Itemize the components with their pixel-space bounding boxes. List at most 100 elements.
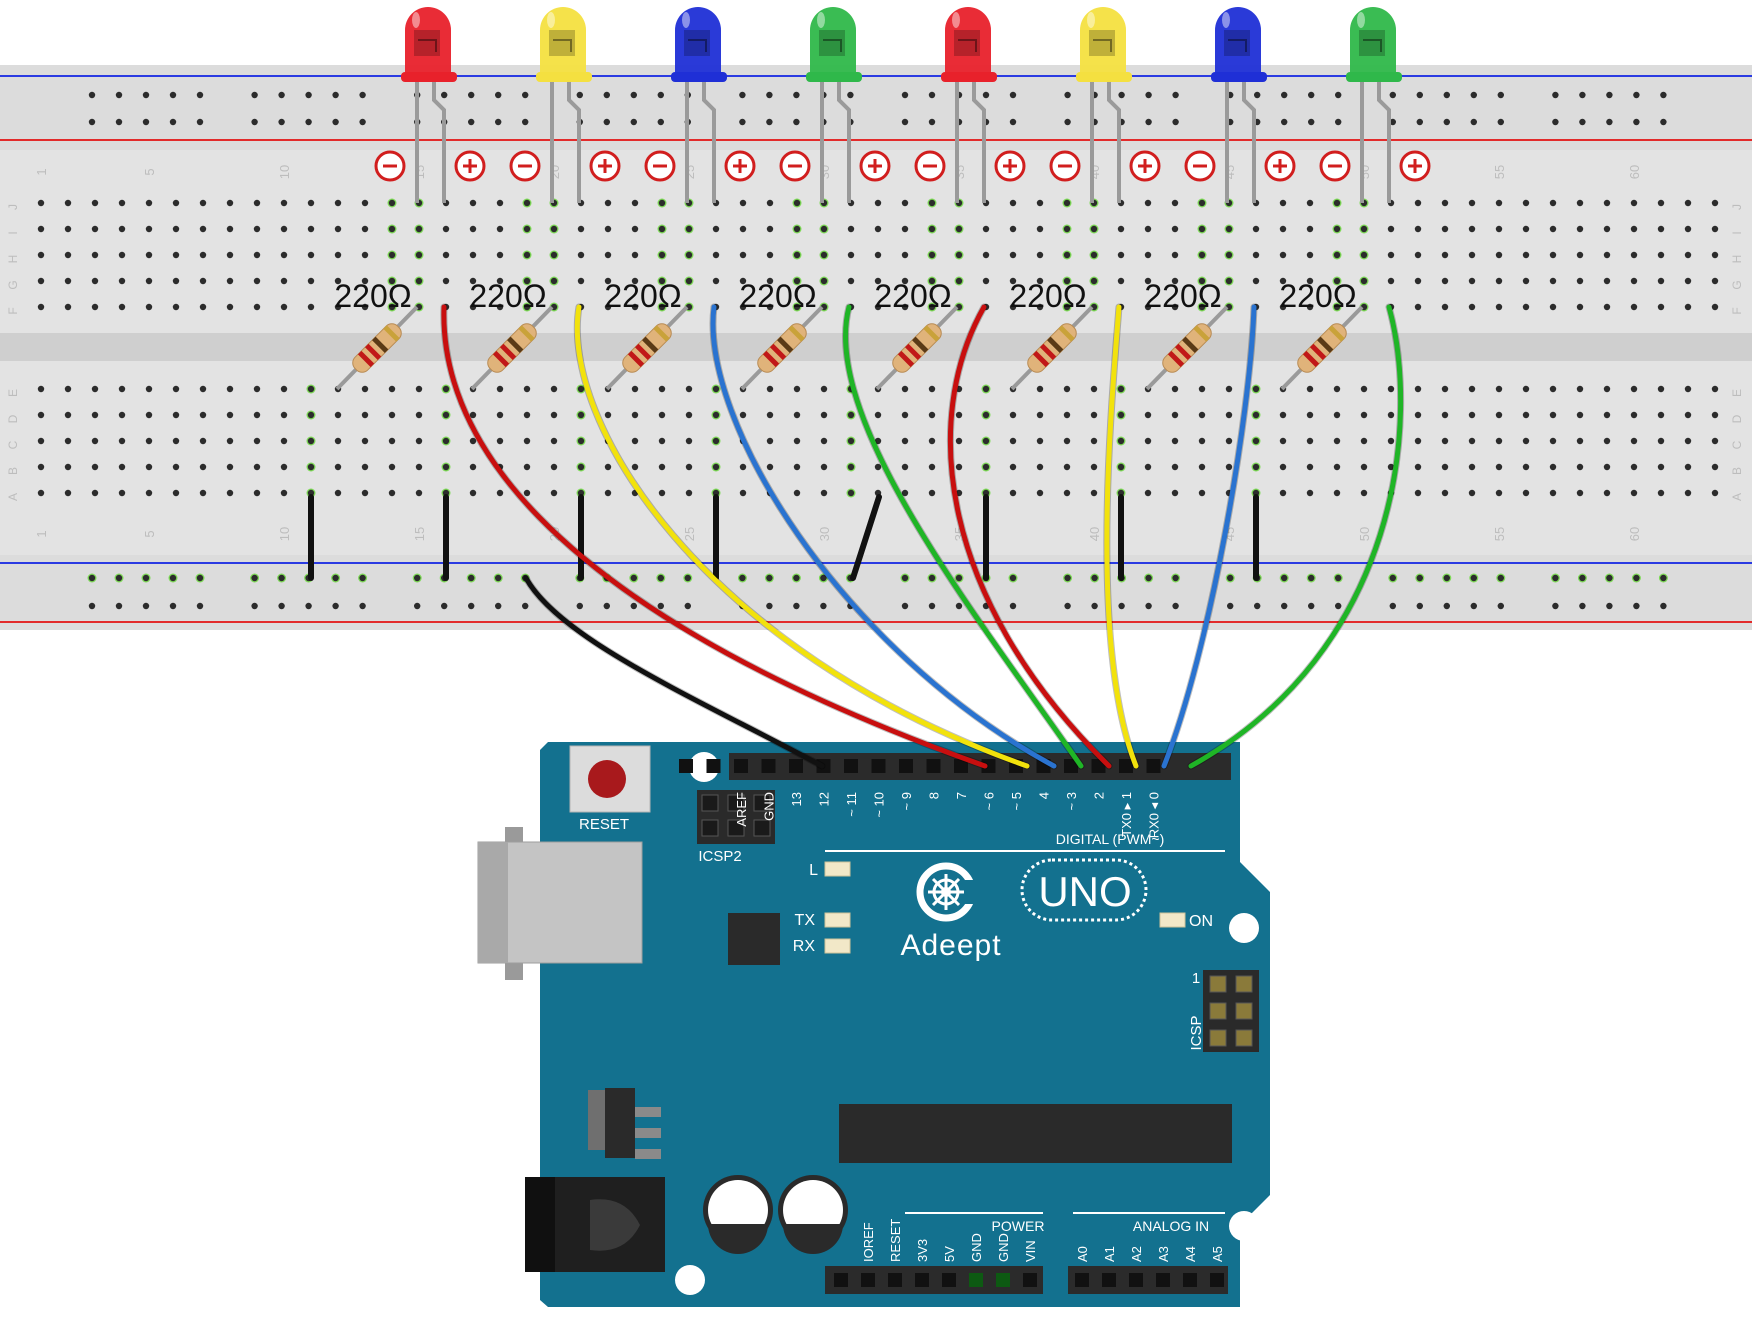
- wire-pin4: [947, 304, 1112, 769]
- hole: [469, 277, 477, 285]
- hole: [793, 199, 801, 207]
- hole: [1495, 199, 1503, 207]
- digital-pin[interactable]: [734, 759, 748, 773]
- analog-pin[interactable]: [1129, 1273, 1143, 1287]
- digital-pin[interactable]: [981, 759, 996, 773]
- hole: [631, 437, 639, 445]
- hole: [64, 225, 72, 233]
- resistor-label: 220Ω: [1009, 278, 1086, 314]
- hole: [280, 225, 288, 233]
- resistor-label: 220Ω: [1279, 278, 1356, 314]
- power-pin[interactable]: [915, 1273, 929, 1287]
- hole: [685, 411, 693, 419]
- hole: [415, 437, 423, 445]
- hole: [91, 411, 99, 419]
- digital-pin[interactable]: [844, 759, 858, 773]
- hole: [1657, 199, 1665, 207]
- hole: [278, 574, 285, 582]
- led-body: [810, 7, 856, 72]
- digital-pin-label: 13: [789, 792, 804, 806]
- hole: [1009, 489, 1017, 497]
- led-anode-leg: [1242, 80, 1256, 203]
- digital-pin[interactable]: [871, 759, 886, 773]
- minus-bar: [518, 164, 532, 168]
- hole: [1225, 411, 1233, 419]
- column-number: 50: [1357, 165, 1372, 179]
- power-title: POWER: [992, 1218, 1045, 1234]
- power-pin[interactable]: [861, 1273, 875, 1287]
- row-letter: C: [1730, 440, 1744, 449]
- hole: [361, 225, 369, 233]
- analog-pin[interactable]: [1156, 1273, 1170, 1287]
- analog-pin[interactable]: [1102, 1273, 1116, 1287]
- digital-pin[interactable]: [954, 759, 968, 773]
- hole: [901, 303, 909, 311]
- reset-button[interactable]: [588, 760, 626, 798]
- resistor-band: [1328, 325, 1345, 342]
- hole: [251, 118, 258, 126]
- resistor: 220Ω: [1144, 278, 1229, 391]
- hole: [359, 91, 366, 99]
- column-number: 60: [1627, 165, 1642, 179]
- hole: [1387, 225, 1395, 233]
- hole: [820, 411, 828, 419]
- power-pin[interactable]: [942, 1273, 956, 1287]
- column-number: 25: [682, 165, 697, 179]
- minus-bar: [788, 164, 802, 168]
- hole: [1225, 385, 1233, 393]
- hole: [1360, 385, 1368, 393]
- analog-pin[interactable]: [1075, 1273, 1089, 1287]
- digital-pin[interactable]: [899, 759, 913, 773]
- hole: [145, 489, 153, 497]
- hole: [1414, 385, 1422, 393]
- digital-pin[interactable]: [1146, 759, 1161, 773]
- digital-pin[interactable]: [789, 759, 803, 773]
- hole: [1036, 199, 1044, 207]
- digital-pin[interactable]: [1119, 759, 1133, 773]
- hole: [469, 199, 477, 207]
- hole: [793, 463, 801, 471]
- power-pin[interactable]: [888, 1273, 902, 1287]
- plus-bar-v: [1143, 159, 1147, 173]
- hole: [820, 463, 828, 471]
- resistor-band: [1317, 336, 1334, 353]
- hole: [685, 225, 693, 233]
- hole: [820, 574, 827, 582]
- hole: [1144, 251, 1152, 259]
- hole: [1495, 277, 1503, 285]
- polarity-markers: [374, 150, 1431, 182]
- hole: [1630, 277, 1638, 285]
- analog-pin[interactable]: [1210, 1273, 1224, 1287]
- hole: [901, 574, 909, 582]
- hole: [169, 602, 177, 610]
- hole: [1144, 303, 1152, 311]
- power-pin[interactable]: [1023, 1273, 1037, 1287]
- hole: [712, 385, 720, 393]
- hole: [1657, 489, 1665, 497]
- power-pin[interactable]: [834, 1273, 848, 1287]
- hole: [118, 251, 126, 259]
- led-blue: [671, 7, 727, 203]
- digital-pin[interactable]: [1064, 759, 1078, 773]
- hole: [1306, 385, 1314, 393]
- digital-pin[interactable]: [706, 759, 721, 773]
- hole: [739, 303, 747, 311]
- hole: [1684, 277, 1692, 285]
- power-pin[interactable]: [969, 1273, 983, 1287]
- hole: [1441, 225, 1449, 233]
- digital-pin[interactable]: [679, 759, 693, 773]
- hole: [388, 199, 396, 207]
- hole: [278, 602, 285, 610]
- regulator-tab: [588, 1090, 610, 1150]
- led-highlight: [412, 12, 420, 28]
- hole: [1225, 251, 1233, 259]
- digital-pin[interactable]: [926, 759, 941, 773]
- icsp-pin1-label: 1: [1192, 970, 1200, 987]
- hole: [982, 225, 990, 233]
- hole: [1009, 251, 1017, 259]
- hole: [658, 277, 666, 285]
- analog-pin[interactable]: [1183, 1273, 1197, 1287]
- power-pin[interactable]: [996, 1273, 1010, 1287]
- digital-pin[interactable]: [761, 759, 776, 773]
